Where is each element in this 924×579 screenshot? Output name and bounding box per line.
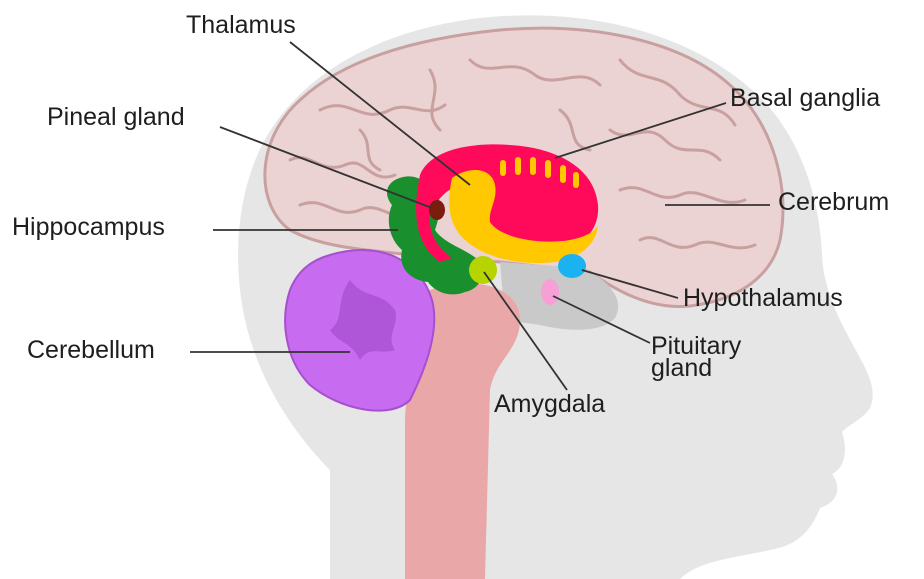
stripe [573, 172, 579, 188]
stripe [530, 157, 536, 175]
basal-ganglia-label: Basal ganglia [730, 86, 880, 111]
amygdala-shape [469, 256, 497, 284]
pituitary-gland-label: Pituitary gland [651, 335, 741, 379]
stripe [515, 157, 521, 175]
hypothalamus-shape [558, 254, 586, 278]
hippocampus-label: Hippocampus [12, 215, 165, 240]
pituitary-shape [541, 279, 559, 305]
cerebellum-label: Cerebellum [27, 338, 155, 363]
pineal-gland-shape [429, 200, 445, 220]
hypothalamus-label: Hypothalamus [683, 286, 843, 311]
pineal-gland-label: Pineal gland [47, 105, 185, 130]
stripe [560, 165, 566, 183]
thalamus-label: Thalamus [186, 13, 296, 38]
stripe [500, 160, 506, 176]
cerebrum-label: Cerebrum [778, 190, 889, 215]
stripe [545, 160, 551, 178]
amygdala-label: Amygdala [494, 392, 605, 417]
pituitary-label-line2: gland [651, 357, 741, 379]
